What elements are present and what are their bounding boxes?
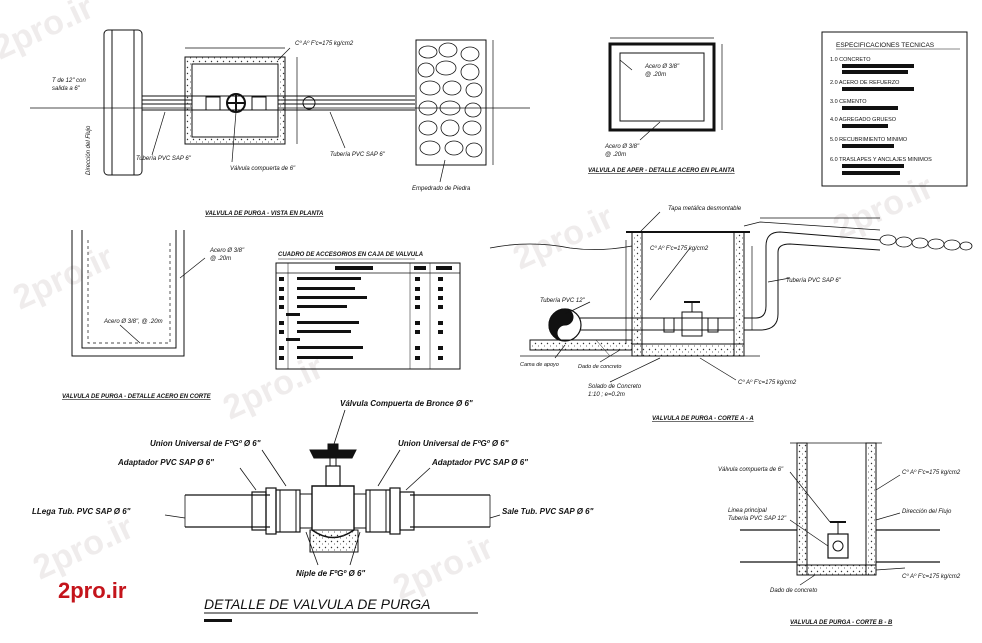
section-b-valve-label: Válvula compuerta de 6" xyxy=(718,467,784,473)
section-steel xyxy=(71,230,206,357)
site-logo: 2pro.ir xyxy=(58,578,127,603)
watermark-text: 2pro.ir xyxy=(507,198,619,277)
section-b-concrete-bottom: Cº Aº F'c=175 kg/cm2 xyxy=(902,573,961,580)
section-a-support-label: Cama de apoyo xyxy=(520,362,559,368)
steel-label: Acero Ø 3/8", @ .20m xyxy=(103,319,163,325)
section-a-base-label: Dado de concreto xyxy=(578,364,621,370)
section-a-bottom-concrete: Cº Aº F'c=175 kg/cm2 xyxy=(738,379,797,386)
section-a-concrete-label: Cº Aº F'c=175 kg/cm2 xyxy=(650,245,709,252)
plan-tee-label: T de 12" con xyxy=(52,78,86,84)
section-a-pipe-label: Tubería PVC SAP 6" xyxy=(786,278,842,284)
valve-detail xyxy=(164,409,501,566)
main-title: DETALLE DE VALVULA DE PURGA xyxy=(204,596,430,612)
plan-view xyxy=(30,29,530,183)
spec-item: 3.0 CEMENTO xyxy=(830,99,867,105)
accessories-table: CUADRO DE ACCESORIOS EN CAJA DE VALVULA xyxy=(275,252,461,370)
table-title: CUADRO DE ACCESORIOS EN CAJA DE VALVULA xyxy=(278,252,423,258)
detail-valve-label: Válvula Compuerta de Bronce Ø 6" xyxy=(340,399,473,408)
rebar-plan xyxy=(608,37,723,141)
section-b-main-line: Tubería PVC SAP 12" xyxy=(728,516,787,522)
section-b xyxy=(740,442,940,586)
section-b-base-label: Dado de concreto xyxy=(770,588,818,594)
plan-pipe-out-label: Tubería PVC SAP 6" xyxy=(330,152,386,158)
detail-outlet-label: Sale Tub. PVC SAP Ø 6" xyxy=(502,507,594,516)
spec-item: 2.0 ACERO DE REFUERZO xyxy=(830,80,900,86)
specs-box: ESPECIFICACIONES TECNICAS 1.0 CONCRETO 2… xyxy=(821,31,968,187)
plan-valve-label: Válvula compuerta de 6" xyxy=(230,166,296,172)
detail-union-left-label: Union Universal de FºGº Ø 6" xyxy=(150,439,261,448)
plan-stone-label: Empedrado de Piedra xyxy=(412,186,471,192)
plan-tee-label: salida a 6" xyxy=(52,86,81,92)
detail-nipple-label: Niple de FºGº Ø 6" xyxy=(296,569,365,578)
steel-label: Acero Ø 3/8" xyxy=(209,248,245,254)
rebar-label: Acero Ø 3/8" xyxy=(604,144,640,150)
section-steel-title: VALVULA DE PURGA - DETALLE ACERO EN CORT… xyxy=(62,394,212,400)
spec-item: 1.0 CONCRETO xyxy=(830,57,871,63)
section-b-concrete-top: Cº Aº F'c=175 kg/cm2 xyxy=(902,469,961,476)
spec-item: 4.0 AGREGADO GRUESO xyxy=(830,117,897,123)
section-b-flow-label: Dirección del Flujo xyxy=(902,509,952,515)
detail-adapter-right-label: Adaptador PVC SAP Ø 6" xyxy=(431,458,528,467)
detail-adapter-left-label: Adaptador PVC SAP Ø 6" xyxy=(117,458,214,467)
section-b-title: VALVULA DE PURGA - CORTE B - B xyxy=(790,620,893,626)
watermark-text: 2pro.ir xyxy=(27,508,139,587)
watermark-text: 2pro.ir xyxy=(217,348,329,427)
section-a xyxy=(489,211,973,383)
watermark-text: 2pro.ir xyxy=(7,238,119,317)
plan-concrete-label: Cº Aº F'c=175 kg/cm2 xyxy=(295,40,354,47)
section-a-solado: 1:10 ; e=0.2m xyxy=(588,392,625,398)
rebar-plan-title: VALVULA DE APER - DETALLE ACERO EN PLANT… xyxy=(588,168,735,174)
specs-title: ESPECIFICACIONES TECNICAS xyxy=(836,42,935,49)
watermark-text: 2pro.ir xyxy=(0,0,99,67)
section-b-main-line: Linea principal xyxy=(728,508,767,514)
rebar-label: @ .20m xyxy=(605,152,626,158)
section-a-solado: Solado de Concreto xyxy=(588,384,642,390)
spec-item: 6.0 TRASLAPES Y ANCLAJES MINIMOS xyxy=(830,157,932,163)
rebar-label: @ .20m xyxy=(645,72,666,78)
spec-item: 5.0 RECUBRIMIENTO MINIMO xyxy=(830,137,908,143)
watermark-text: 2pro.ir xyxy=(827,168,939,247)
plan-pipe-in-label: Tubería PVC SAP 6" xyxy=(136,156,192,162)
detail-inlet-label: LLega Tub. PVC SAP Ø 6" xyxy=(32,507,131,516)
detail-union-right-label: Union Universal de FºGº Ø 6" xyxy=(398,439,509,448)
section-a-tube-label: Tubería PVC 12" xyxy=(540,298,586,304)
plan-view-title: VALVULA DE PURGA - VISTA EN PLANTA xyxy=(205,211,323,217)
steel-label: @ .20m xyxy=(210,256,231,262)
section-a-cover-label: Tapa metálica desmontable xyxy=(668,206,742,212)
plan-flow-label: Dirección del Flujo xyxy=(86,125,92,175)
rebar-label: Acero Ø 3/8" xyxy=(644,64,680,70)
section-a-title: VALVULA DE PURGA - CORTE A - A xyxy=(652,416,754,422)
